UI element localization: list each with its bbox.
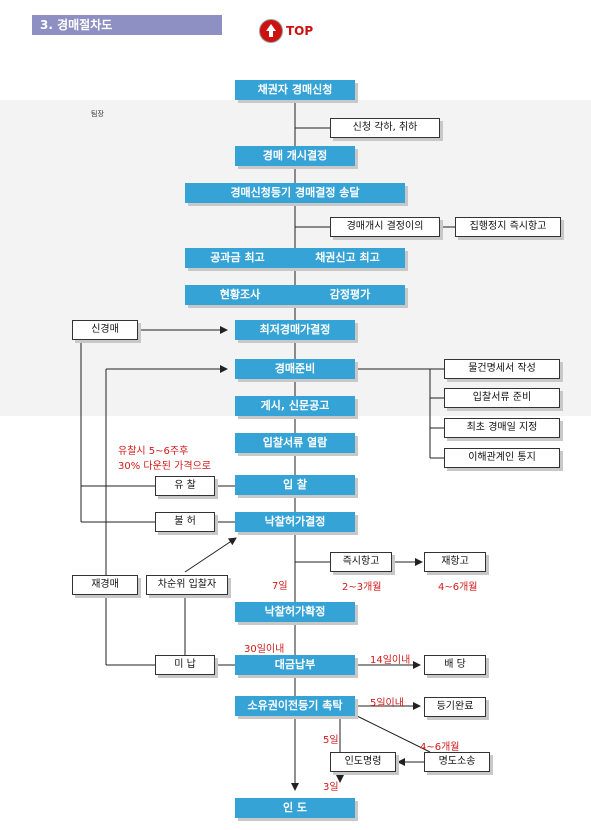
box-doc-notice: 이해관계인 통지 xyxy=(444,448,560,468)
box-distribution: 배 당 xyxy=(424,655,486,675)
note-two-three-months: 2~3개월 xyxy=(342,582,382,593)
step-survey: 현황조사 감정평가 xyxy=(185,285,405,305)
public-notice-left: 공과금 최고 xyxy=(210,251,265,264)
small-label: 팀장 xyxy=(91,110,104,118)
step-prepare: 경매준비 xyxy=(235,359,355,379)
note-four-six-months-a: 4~6개월 xyxy=(438,582,478,593)
step-transfer: 소유권이전등기 촉탁 xyxy=(235,696,355,716)
box-next-bidder: 차순위 입찰자 xyxy=(146,575,228,595)
note-fail-2: 30% 다운된 가격으로 xyxy=(118,461,211,472)
box-reject: 신청 각하, 취하 xyxy=(330,118,440,138)
step-min-price: 최저경매가결정 xyxy=(235,320,355,340)
note-fourteen-days: 14일이내 xyxy=(370,655,411,666)
box-eviction-suit: 명도소송 xyxy=(424,752,490,772)
box-registry-done: 등기완료 xyxy=(424,697,486,717)
step-public-notice: 공과금 최고 채권신고 최고 xyxy=(185,248,405,268)
box-unpaid: 미 납 xyxy=(155,655,215,675)
note-five-days-a: 5일이내 xyxy=(370,698,404,709)
box-new-auction: 신경매 xyxy=(72,320,138,340)
up-arrow-icon xyxy=(260,20,282,42)
box-re-appeal: 재항고 xyxy=(424,552,486,572)
note-three-days: 3일 xyxy=(323,782,339,793)
step-announce: 게시, 신문공고 xyxy=(235,396,355,416)
box-stay: 집행정지 즉시항고 xyxy=(455,217,561,237)
step-bid: 입 찰 xyxy=(235,475,355,495)
box-appeal: 즉시항고 xyxy=(330,552,392,572)
note-seven-days: 7일 xyxy=(272,581,288,592)
note-four-six-months-b: 4~6개월 xyxy=(420,742,460,753)
note-five-days-b: 5일 xyxy=(323,735,339,746)
box-doc-bid: 입찰서류 준비 xyxy=(444,388,560,408)
note-fail-1: 유찰시 5~6주후 xyxy=(118,446,189,457)
step-delivery: 인 도 xyxy=(235,798,355,818)
box-re-auction: 재경매 xyxy=(72,575,138,595)
step-payment: 대금납부 xyxy=(235,655,355,675)
box-fail: 유 찰 xyxy=(155,476,215,496)
box-doc-property: 물건명세서 작성 xyxy=(444,359,560,379)
box-delivery-order: 인도명령 xyxy=(330,752,396,772)
step-bid-docs: 입찰서류 열람 xyxy=(235,433,355,453)
step-registry-send: 경매신청등기 경매결정 송달 xyxy=(185,183,405,203)
survey-left: 현황조사 xyxy=(219,288,261,301)
survey-right: 감정평가 xyxy=(329,288,371,301)
section-title: 3. 경매절차도 xyxy=(32,15,222,35)
step-sale-confirm: 낙찰허가확정 xyxy=(235,602,355,622)
note-thirty-days: 30일이내 xyxy=(244,644,285,655)
top-label: TOP xyxy=(286,24,314,38)
public-notice-right: 채권신고 최고 xyxy=(315,251,380,264)
box-deny: 불 허 xyxy=(155,512,215,532)
box-doc-first: 최초 경매일 지정 xyxy=(444,418,560,438)
step-start-decision: 경매 개시결정 xyxy=(235,146,355,166)
box-objection: 경매개시 결정이의 xyxy=(330,217,440,237)
step-sale-permit: 낙찰허가결정 xyxy=(235,512,355,532)
step-apply: 채권자 경매신청 xyxy=(235,80,355,100)
top-link[interactable]: TOP xyxy=(260,20,320,44)
